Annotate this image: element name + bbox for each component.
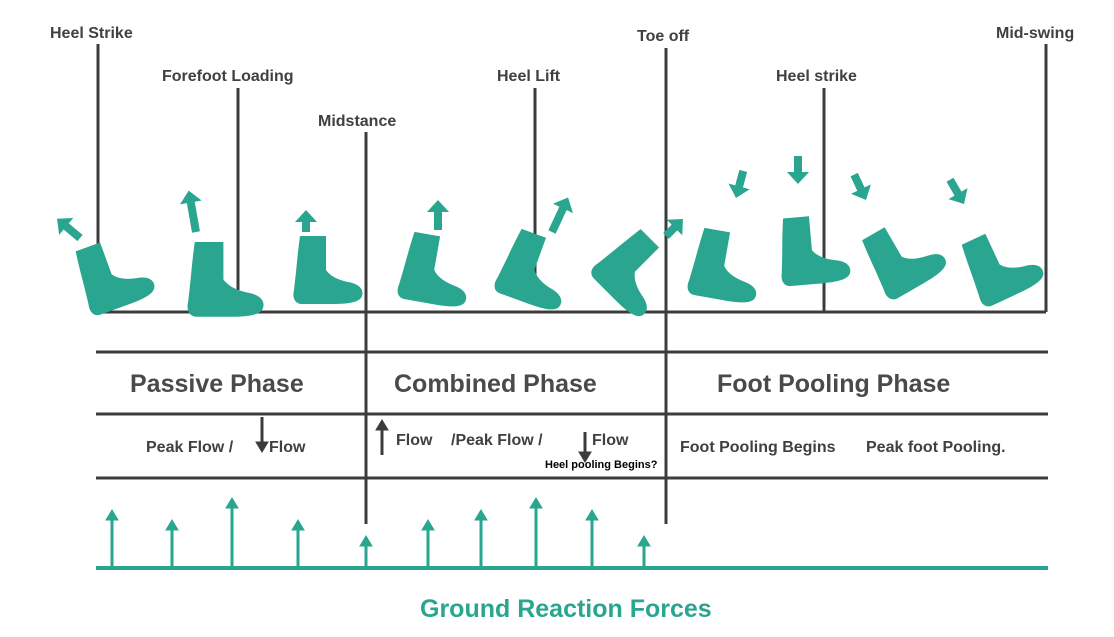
label-heel-lift: Heel Lift [497, 68, 561, 85]
foot-icon [955, 218, 1048, 310]
foot-arrows [57, 156, 968, 242]
heel-pooling-label: Heel pooling Begins? [545, 459, 658, 471]
arrow-up-icon [474, 509, 488, 566]
label-forefoot-loading: Forefoot Loading [162, 68, 294, 85]
flow-up-label: Flow [396, 432, 433, 449]
foot-icon [776, 213, 852, 287]
arrow-up-icon [179, 190, 202, 233]
flow-down-label-2: Flow [592, 432, 629, 449]
foot-icon [187, 242, 264, 317]
arrow-up-icon [105, 509, 119, 566]
foot-icon [686, 226, 767, 306]
grf-title: Ground Reaction Forces [420, 595, 712, 623]
arrow-down-icon [850, 172, 871, 200]
arrow-up-icon [548, 197, 573, 234]
phase-combined: Combined Phase [394, 370, 597, 398]
arrow-up-icon [295, 210, 317, 232]
arrow-up-icon [225, 497, 239, 566]
label-heel-strike: Heel Strike [50, 25, 133, 42]
arrow-down-icon [946, 177, 968, 204]
grf-arrows [105, 497, 651, 566]
arrow-up-icon [529, 497, 543, 566]
arrow-up-icon [637, 535, 651, 566]
label-heel-strike-2: Heel strike [776, 68, 857, 85]
flow-down-label: Flow [269, 439, 306, 456]
foot-icon [856, 208, 951, 303]
arrow-up-icon [57, 218, 83, 242]
arrow-up-icon [421, 519, 435, 566]
label-midstance: Midstance [318, 113, 397, 130]
foot-icon [293, 236, 363, 304]
peak-foot-pooling: Peak foot Pooling. [866, 439, 1006, 456]
arrow-up-icon [427, 200, 449, 230]
flow-peak: Peak Flow / [146, 439, 234, 456]
arrow-down-icon [787, 156, 809, 184]
arrow-up-icon [291, 519, 305, 566]
label-mid-swing: Mid-swing [996, 25, 1075, 42]
arrow-up-icon [359, 535, 373, 566]
foot-icon [587, 224, 685, 322]
foot-icon [69, 229, 158, 318]
label-toe-off: Toe off [637, 28, 690, 45]
foot-pooling-begins: Foot Pooling Begins [680, 439, 836, 456]
arrow-up-icon [585, 509, 599, 566]
phase-pooling: Foot Pooling Phase [717, 370, 951, 398]
phase-passive: Passive Phase [130, 370, 304, 398]
arrow-up-icon [165, 519, 179, 566]
arrow-up-icon [663, 219, 683, 239]
foot-icon [396, 230, 477, 310]
arrow-down-icon [728, 169, 750, 198]
flow-peak-2: /Peak Flow / [451, 432, 543, 449]
